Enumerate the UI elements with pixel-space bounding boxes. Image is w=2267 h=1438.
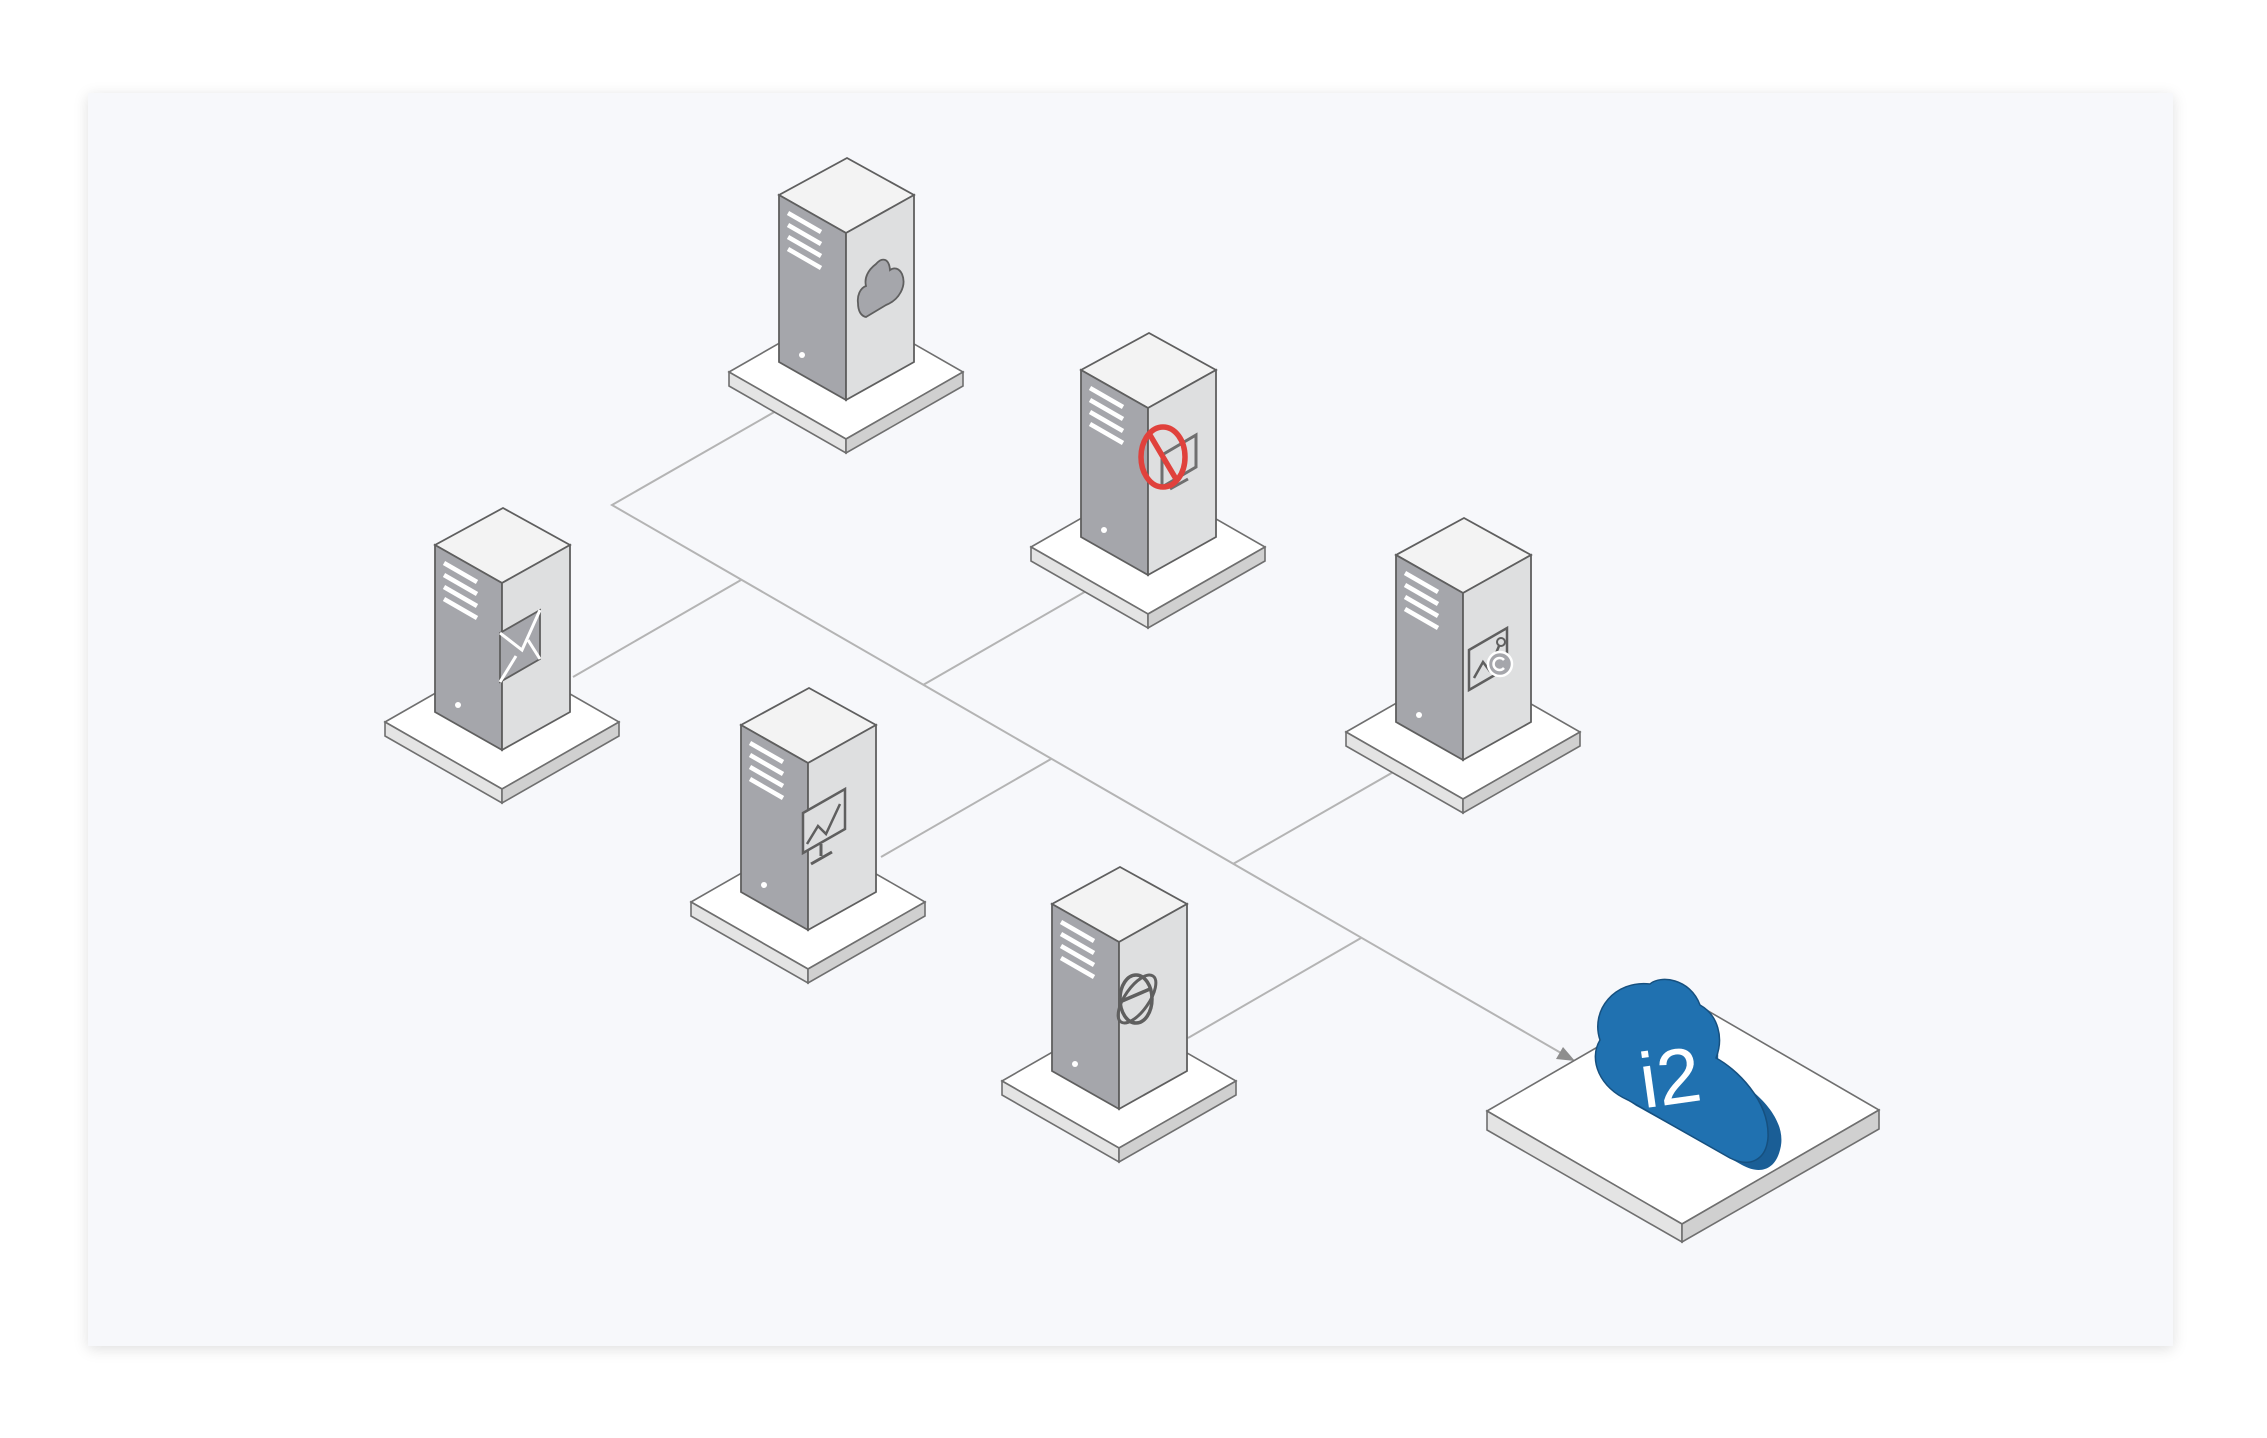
web-server — [1002, 867, 1236, 1162]
blocked-monitor-icon — [1138, 424, 1198, 491]
i2-label: i2 — [1634, 1029, 1706, 1125]
link-blocked — [922, 585, 1096, 686]
link-analytics — [1232, 762, 1410, 865]
arrow-head — [1556, 1047, 1575, 1061]
blocked-server — [1031, 333, 1265, 628]
mail-server — [385, 508, 619, 803]
mail-icon — [498, 608, 542, 684]
monitor-chart-icon — [801, 786, 847, 866]
link-monitor — [880, 758, 1052, 858]
cloud-server — [729, 158, 963, 453]
connection-lines — [572, 402, 1562, 1054]
monitor-server — [691, 688, 925, 983]
i2-target: i2 — [1485, 978, 1881, 1244]
cloud-icon — [856, 258, 905, 318]
browser-e-icon — [1116, 973, 1158, 1025]
link-web — [1187, 937, 1362, 1039]
trunk-line — [609, 402, 1562, 1054]
cloud-icon — [1594, 978, 1769, 1163]
analytics-server — [1346, 518, 1580, 813]
link-mail — [572, 579, 742, 678]
image-chart-icon — [1467, 625, 1514, 693]
